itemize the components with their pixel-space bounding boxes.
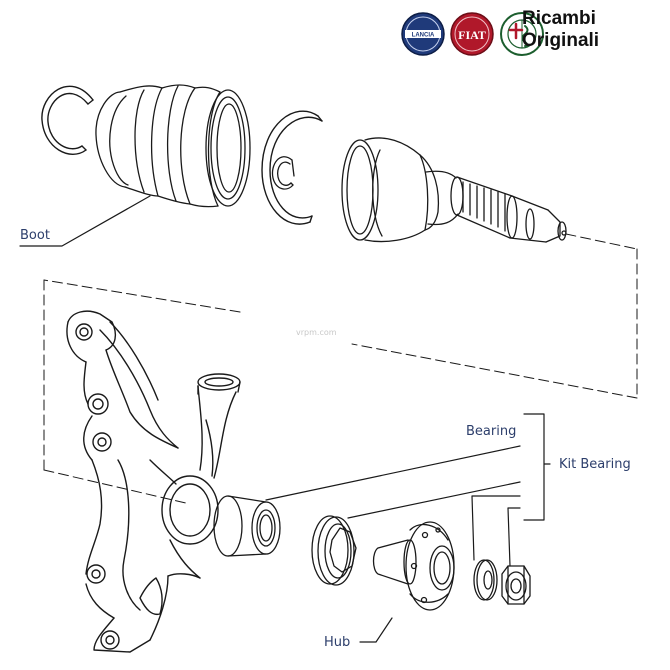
- kit-bearing-label: Kit Bearing: [559, 457, 631, 472]
- bearing-leader: [265, 445, 521, 501]
- hub-label: Hub: [324, 635, 351, 650]
- boot-leader: [19, 195, 151, 247]
- steering-knuckle: [66, 310, 241, 653]
- hub-nut: [501, 565, 531, 605]
- wheel-bearing: [213, 495, 281, 557]
- lancia-logo-text: LANCIA: [412, 33, 435, 39]
- snap-ring-small: [271, 156, 295, 190]
- kit-nut-leader: [507, 507, 521, 567]
- watermark: vrpm.com: [296, 328, 337, 337]
- cv-joint-shaft: [341, 137, 567, 243]
- fiat-logo: FIAT: [450, 12, 494, 56]
- boot-bellows: [95, 84, 251, 208]
- fiat-logo-text: FIAT: [458, 28, 486, 42]
- boot-label: Boot: [20, 228, 50, 243]
- circlip-ring-middle: [261, 110, 323, 225]
- alfa-romeo-logo: [500, 12, 544, 56]
- circlip-ring-left: [41, 85, 94, 155]
- washer: [473, 559, 498, 601]
- kit-seal-leader: [347, 481, 521, 519]
- kit-washer-leader: [471, 495, 521, 561]
- brand-line-2: Originali: [522, 30, 600, 51]
- leader-lines: [19, 195, 551, 643]
- hub-leader: [359, 617, 393, 643]
- hub-seal-ring: [311, 515, 357, 586]
- wheel-hub: [372, 521, 455, 611]
- brand-title: Ricambi Originali: [522, 8, 599, 52]
- lancia-logo: LANCIA: [401, 12, 445, 56]
- axis-dashed-lines: [43, 233, 638, 505]
- brand-line-1: Ricambi: [522, 8, 596, 29]
- bearing-label: Bearing: [466, 424, 517, 439]
- kit-bearing-bracket: [523, 413, 551, 521]
